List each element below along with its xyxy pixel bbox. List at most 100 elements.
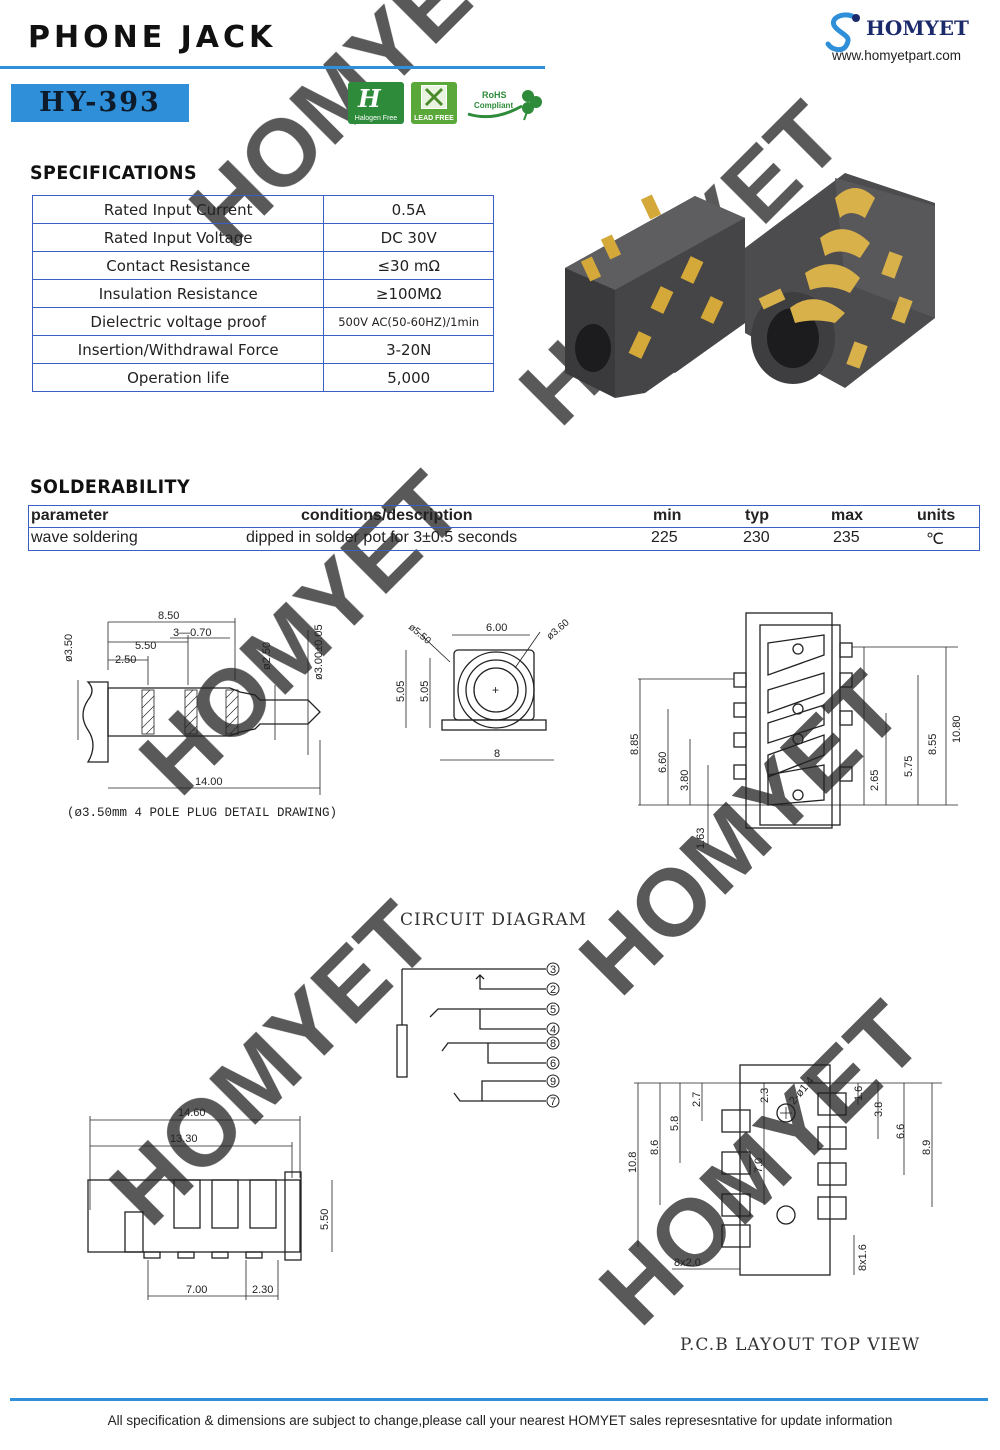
dim-label: 13.30 — [170, 1133, 198, 1145]
pcb-layout-drawing: 10.8 8.6 5.8 2.7 2.3 2-ø1.4 7.0 1.6 3.8 … — [627, 1064, 942, 1276]
brand-url: www.homyetpart.com — [832, 48, 962, 63]
certification-badges: H Halogen Free LEAD FREE RoHS Compliant — [348, 82, 548, 126]
dim-label: 5.05 — [419, 681, 431, 702]
dim-label: 8 — [494, 748, 500, 760]
spec-label: Operation life — [31, 363, 325, 392]
specifications-heading: SPECIFICATIONS — [30, 162, 198, 184]
pin-label: 2 — [550, 984, 556, 996]
dim-label: 5.05 — [395, 681, 407, 702]
product-photo — [565, 173, 935, 398]
dim-label: 8.50 — [158, 610, 179, 622]
dim-label: ø3.00±0.05 — [313, 624, 325, 680]
halogen-mark: H — [358, 84, 381, 113]
footer-note: All specification & dimensions are subje… — [107, 1413, 893, 1428]
dim-label: 10.80 — [951, 715, 963, 743]
table-row: Contact Resistance≤30 mΩ — [31, 251, 494, 280]
dim-label: 14.00 — [195, 776, 223, 788]
dim-label: 8.85 — [629, 734, 641, 755]
dim-label: 8x2.0 — [674, 1257, 701, 1269]
dim-label: 8.6 — [649, 1140, 661, 1155]
dim-label: 5.75 — [903, 756, 915, 777]
plug-drawing-caption: (ø3.50mm 4 POLE PLUG DETAIL DRAWING) — [67, 806, 338, 820]
front-view-drawing: 6.00 ø5.50 ø3.60 + 5.05 5.05 8 — [395, 617, 570, 761]
rohs-badge: RoHS Compliant — [464, 84, 544, 124]
model-number: HY-393 — [11, 84, 189, 122]
column-header: conditions/description — [301, 507, 473, 524]
pin-label: 7 — [550, 1096, 556, 1108]
dim-label: 6.6 — [895, 1124, 907, 1139]
dim-label: 7.00 — [186, 1284, 207, 1296]
spec-label: Contact Resistance — [31, 251, 325, 280]
svg-text:+: + — [492, 683, 499, 697]
spec-label: Dielectric voltage proof — [31, 307, 325, 336]
table-row: Insulation Resistance≥100MΩ — [31, 279, 494, 308]
circuit-diagram: 3 2 5 4 8 6 9 7 — [396, 962, 560, 1108]
dim-label: 5.50 — [135, 640, 156, 652]
table-row: wave soldering dipped in solder pot for … — [29, 528, 979, 550]
dim-label: ø3.60 — [545, 617, 570, 642]
dim-label: 2.65 — [869, 770, 881, 791]
rohs-label: RoHS — [482, 90, 507, 100]
brand-block: HOMYET www.homyetpart.com — [822, 10, 992, 66]
dim-label: 5.50 — [319, 1209, 331, 1230]
spec-value: DC 30V — [323, 223, 494, 252]
rohs-compliant-label: Compliant — [474, 101, 514, 110]
dim-label: 3.8 — [873, 1102, 885, 1117]
rohs-leaf-icon — [467, 90, 542, 121]
dim-label: 3—0.70 — [173, 627, 212, 639]
pin-label: 9 — [550, 1076, 556, 1088]
spec-value: 500V AC(50-60HZ)/1min — [323, 307, 494, 336]
lead-free-badge: LEAD FREE — [411, 82, 457, 124]
jack-left-render — [565, 194, 745, 398]
solderability-table: parameter conditions/description min typ… — [28, 505, 980, 551]
dim-label: 7.0 — [753, 1158, 765, 1173]
pcb-layout-heading: P.C.B LAYOUT TOP VIEW — [680, 1335, 921, 1355]
column-header: parameter — [31, 507, 109, 524]
pin-label: 8 — [550, 1038, 556, 1050]
dim-label: 3.80 — [679, 770, 691, 791]
table-cell: 225 — [651, 529, 678, 546]
dim-label: 2.50 — [115, 654, 136, 666]
dim-label: 1.6 — [853, 1086, 865, 1101]
dim-label: 8.9 — [921, 1140, 933, 1155]
dim-label: 6.00 — [486, 622, 507, 634]
spec-value: 3-20N — [323, 335, 494, 364]
dim-label: ø5.50 — [406, 622, 433, 647]
dim-label: 1.63 — [695, 828, 707, 849]
dim-label: 10.8 — [627, 1152, 639, 1173]
circuit-diagram-heading: CIRCUIT DIAGRAM — [400, 910, 588, 930]
plug-detail-drawing: 8.50 5.50 2.50 3—0.70 ø3.50 ø2.50 ø3.00±… — [63, 610, 325, 795]
lead-free-icon — [421, 85, 447, 109]
side-view-drawing: 8.85 6.60 3.80 1.63 2.65 5.75 8.55 10.80 — [629, 612, 963, 849]
dim-label: ø3.50 — [63, 634, 75, 662]
dim-label: 8x1.6 — [857, 1244, 869, 1271]
table-header-row: parameter conditions/description min typ… — [29, 506, 979, 528]
pin-label: 4 — [550, 1024, 556, 1036]
spec-value: ≥100MΩ — [323, 279, 494, 308]
brand-logo-icon — [825, 12, 860, 53]
dim-label: 2-ø1.4 — [787, 1075, 817, 1107]
solderability-heading: SOLDERABILITY — [30, 476, 191, 498]
column-header: units — [917, 507, 956, 524]
dim-label: 2.30 — [252, 1284, 273, 1296]
table-cell: wave soldering — [31, 529, 138, 546]
footer-divider — [10, 1398, 988, 1401]
spec-label: Insertion/Withdrawal Force — [31, 335, 325, 364]
dim-label: 2.3 — [759, 1088, 771, 1103]
page-title: PHONE JACK — [28, 20, 277, 55]
column-header: typ — [745, 507, 769, 524]
halogen-label: Halogen Free — [354, 115, 398, 122]
table-cell: 235 — [833, 529, 860, 546]
spec-value: ≤30 mΩ — [323, 251, 494, 280]
halogen-free-badge: H Halogen Free — [348, 82, 404, 124]
spec-label: Rated Input Voltage — [31, 223, 325, 252]
brand-name: HOMYET — [866, 16, 969, 40]
column-header: min — [653, 507, 682, 524]
table-cell: ℃ — [926, 531, 944, 548]
lead-free-label: LEAD FREE — [414, 115, 454, 122]
